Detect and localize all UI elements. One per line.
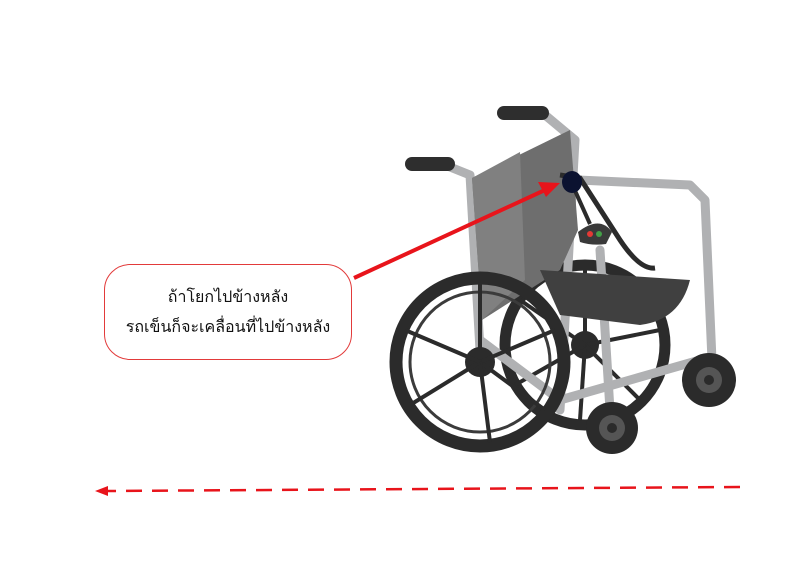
- callout-box: ถ้าโยกไปข้างหลัง รถเข็นก็จะเคลื่อนที่ไปข…: [104, 264, 352, 360]
- caster-wheel-front: [586, 402, 638, 454]
- rear-wheel-front: [389, 271, 571, 453]
- callout-line-1: ถ้าโยกไปข้างหลัง: [167, 287, 289, 306]
- push-handle-left: [405, 157, 455, 171]
- callout-arrow-icon: [353, 182, 560, 280]
- caster-wheel-back: [682, 353, 736, 407]
- callout-line-2: รถเข็นก็จะเคลื่อนที่ไปข้างหลัง: [125, 317, 331, 336]
- push-handle-right: [497, 106, 549, 120]
- wheelchair-icon: [389, 106, 736, 454]
- seat: [540, 270, 690, 325]
- armrest: [559, 172, 656, 271]
- direction-arrow-icon: [95, 485, 741, 496]
- joystick-icon: [562, 171, 612, 245]
